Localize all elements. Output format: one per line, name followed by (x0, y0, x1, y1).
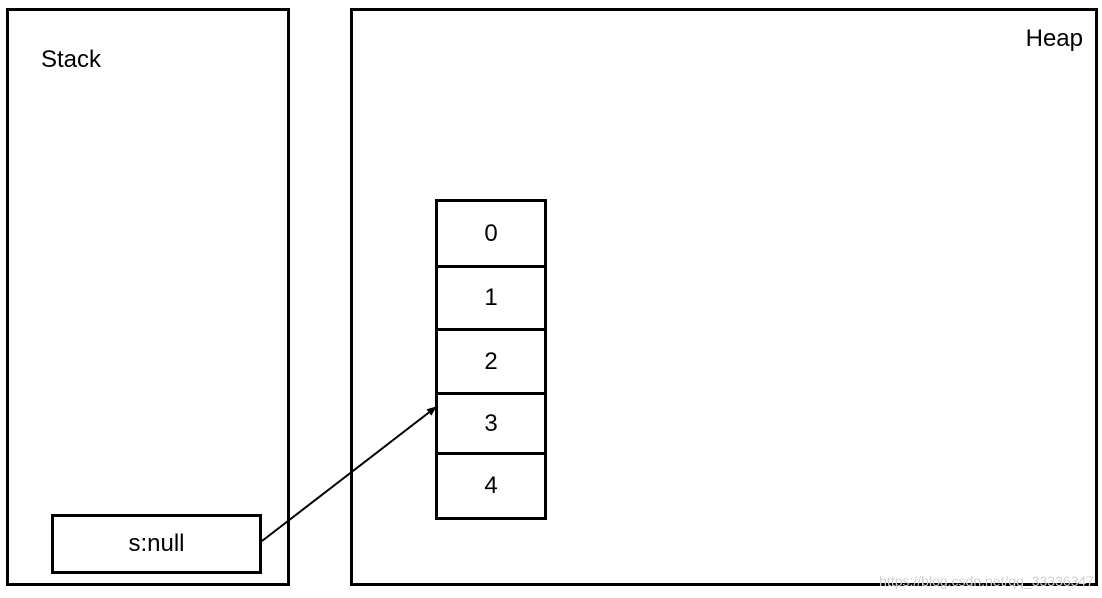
heap-array: 0 1 2 3 4 (435, 199, 547, 520)
stack-title: Stack (41, 46, 102, 73)
watermark: https://blog.csdn.net/qq_33336347 (879, 573, 1094, 589)
heap-title: Heap (1025, 25, 1083, 52)
stack-panel: Stack (6, 8, 290, 586)
array-cell-1: 1 (438, 268, 544, 331)
array-cell-2: 2 (438, 331, 544, 395)
array-cell-3: 3 (438, 395, 544, 455)
array-cell-4: 4 (484, 472, 498, 499)
stack-variable-s: s:null (51, 514, 262, 574)
array-cell-0: 0 (438, 202, 544, 268)
